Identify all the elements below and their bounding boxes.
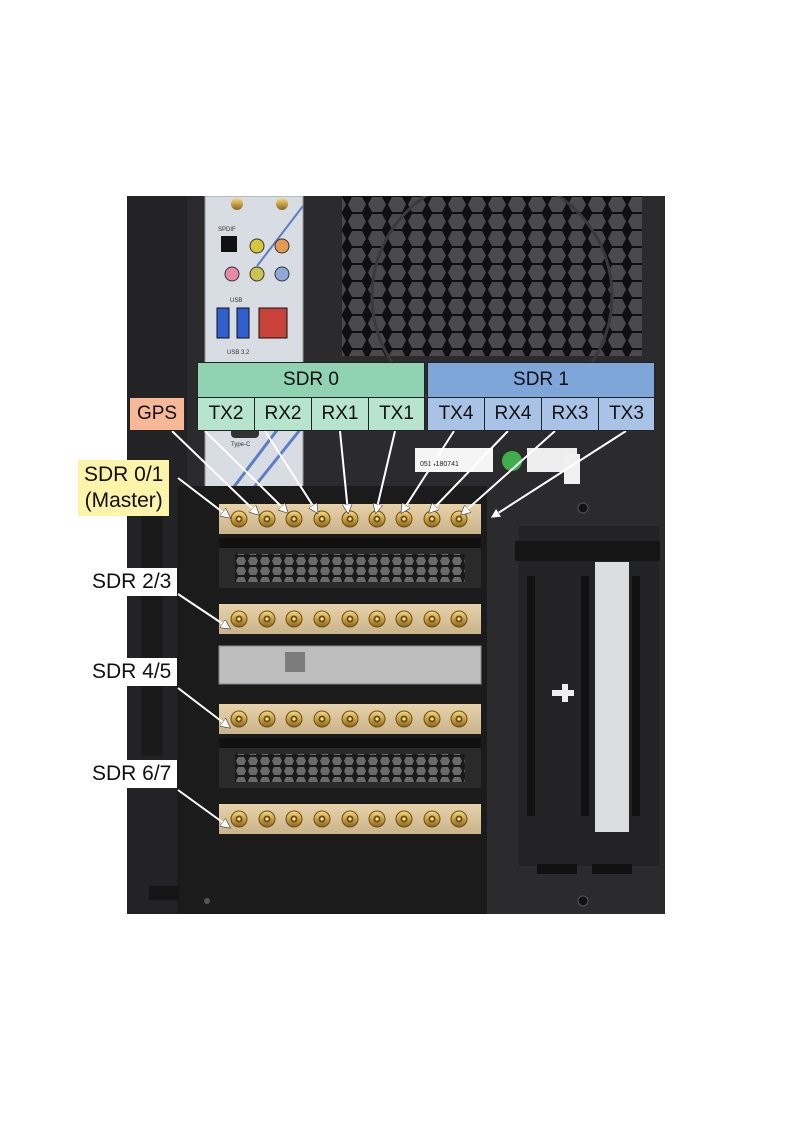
spdif-text: SPDIF [218,227,236,233]
gps-text: GPS [136,403,178,424]
port-label: RX1 [321,403,359,424]
typec-text: Type-C [231,442,251,448]
usb-text: USB [230,298,242,304]
fan-grille [342,196,642,356]
port-label: TX3 [609,403,644,424]
card-label-sdr67: SDR 6/7 [86,760,178,788]
card-label-sdr45: SDR 4/5 [86,658,178,686]
port-rx1: RX1 [311,397,369,431]
port-label: TX1 [379,403,414,424]
sdr1-title: SDR 1 [513,369,569,390]
pc-back-panel-photo: SPDIF USB USB 3.2 Type-C 0514180741 [127,196,665,914]
gps-label: GPS [129,397,185,431]
port-label: RX4 [494,403,532,424]
port-label: TX4 [438,403,474,424]
card-label-text: SDR 6/7 [92,762,172,785]
usb32-text: USB 3.2 [227,350,250,356]
port-tx2: TX2 [197,397,255,431]
card-label-line1: SDR 0/1 [84,463,164,486]
port-label: TX2 [208,403,244,424]
card-label-text: SDR 2/3 [92,570,172,593]
sdr0-header: SDR 0 [197,362,425,398]
sdr1-header: SDR 1 [427,362,655,398]
port-tx4: TX4 [427,397,485,431]
serial-text: 0514180741 [420,461,459,468]
serial-sticker [415,448,493,472]
port-rx2: RX2 [254,397,312,431]
port-label: RX2 [264,403,302,424]
port-rx4: RX4 [484,397,542,431]
card-label-line2: (Master) [84,489,163,512]
card-label-sdr23: SDR 2/3 [86,568,178,596]
port-label: RX3 [551,403,589,424]
port-rx3: RX3 [541,397,599,431]
card-label-sdr01-master: SDR 0/1 (Master) [78,460,170,516]
sdr0-title: SDR 0 [283,369,339,390]
port-tx1: TX1 [368,397,425,431]
card-label-text: SDR 4/5 [92,660,172,683]
port-tx3: TX3 [598,397,655,431]
